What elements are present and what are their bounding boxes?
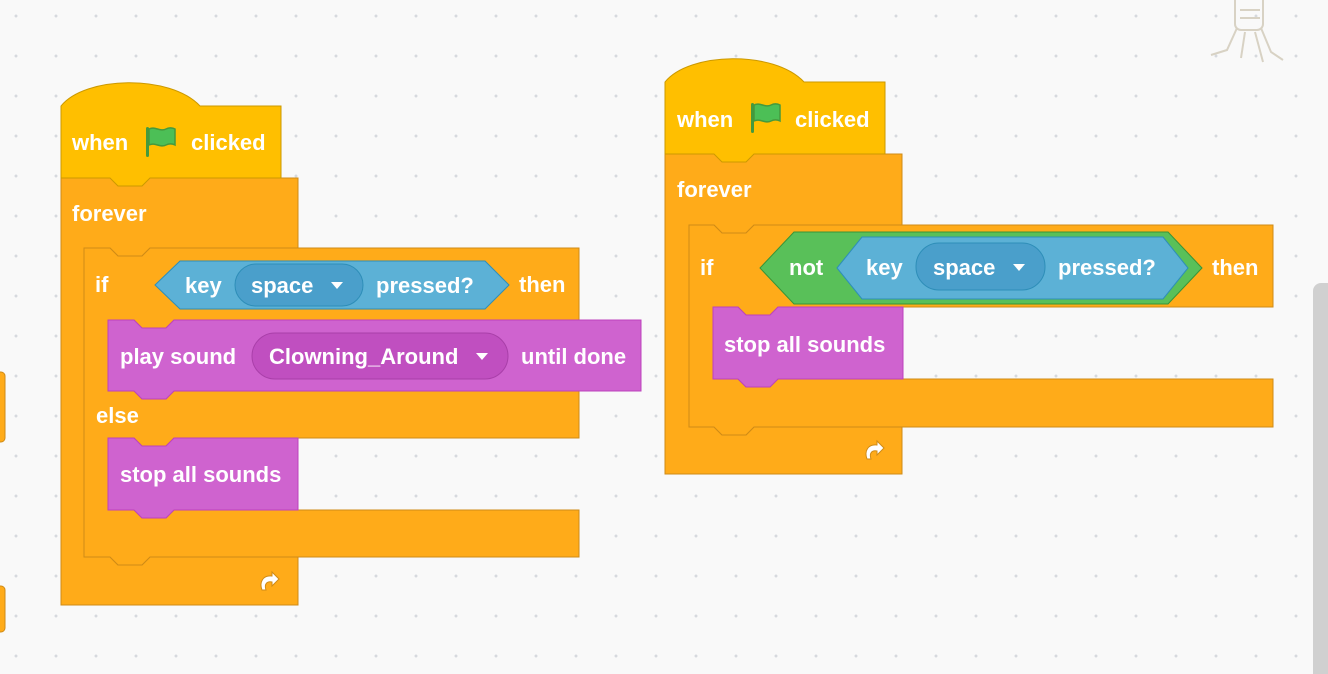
then-label: then bbox=[1212, 255, 1258, 280]
when-flag-clicked-block[interactable]: when clicked bbox=[664, 58, 886, 163]
when-label: when bbox=[676, 107, 733, 132]
stop-all-sounds-label: stop all sounds bbox=[120, 462, 281, 487]
key-dropdown-value: space bbox=[933, 255, 995, 280]
offscreen-block-edge[interactable] bbox=[0, 371, 6, 443]
not-block[interactable]: not key space pressed? bbox=[759, 231, 1203, 305]
if-label: if bbox=[95, 272, 109, 297]
stop-all-sounds-block[interactable]: stop all sounds bbox=[712, 306, 904, 388]
script-left[interactable]: forever if then else key space pressed? bbox=[60, 82, 642, 606]
if-label: if bbox=[700, 255, 714, 280]
play-sound-block[interactable]: play sound Clowning_Around until done bbox=[107, 319, 642, 400]
chevron-down-icon bbox=[476, 353, 488, 360]
stop-all-sounds-label: stop all sounds bbox=[724, 332, 885, 357]
vertical-scrollbar[interactable] bbox=[1313, 283, 1328, 674]
sound-dropdown-value: Clowning_Around bbox=[269, 344, 458, 369]
when-flag-clicked-block[interactable]: when clicked bbox=[60, 82, 282, 187]
key-dropdown[interactable]: space bbox=[234, 263, 364, 307]
clicked-label: clicked bbox=[191, 130, 266, 155]
else-label: else bbox=[96, 403, 139, 428]
sprite-watermark-icon bbox=[1210, 0, 1284, 63]
not-label: not bbox=[789, 255, 824, 280]
forever-block[interactable]: forever bbox=[60, 177, 299, 606]
forever-label: forever bbox=[677, 177, 752, 202]
chevron-down-icon bbox=[1013, 264, 1025, 271]
clicked-label: clicked bbox=[795, 107, 870, 132]
offscreen-block-edge[interactable] bbox=[0, 585, 6, 633]
chevron-down-icon bbox=[331, 282, 343, 289]
play-sound-label: play sound bbox=[120, 344, 236, 369]
forever-label: forever bbox=[72, 201, 147, 226]
key-pressed-block[interactable]: key space pressed? bbox=[836, 236, 1189, 300]
pressed-label: pressed? bbox=[1058, 255, 1156, 280]
key-pressed-block[interactable]: key space pressed? bbox=[154, 260, 510, 310]
if-else-block[interactable]: if then else key space pressed? play sou… bbox=[83, 247, 642, 566]
key-dropdown[interactable]: space bbox=[915, 242, 1046, 291]
sound-dropdown[interactable]: Clowning_Around bbox=[251, 332, 509, 380]
key-label: key bbox=[185, 273, 222, 298]
key-dropdown-value: space bbox=[251, 273, 313, 298]
key-label: key bbox=[866, 255, 903, 280]
when-label: when bbox=[71, 130, 128, 155]
until-done-label: until done bbox=[521, 344, 626, 369]
then-label: then bbox=[519, 272, 565, 297]
script-right[interactable]: forever if then not key space bbox=[664, 58, 1274, 475]
if-block[interactable]: if then not key space pressed? bbox=[688, 224, 1274, 436]
stop-all-sounds-block[interactable]: stop all sounds bbox=[107, 437, 299, 519]
pressed-label: pressed? bbox=[376, 273, 474, 298]
